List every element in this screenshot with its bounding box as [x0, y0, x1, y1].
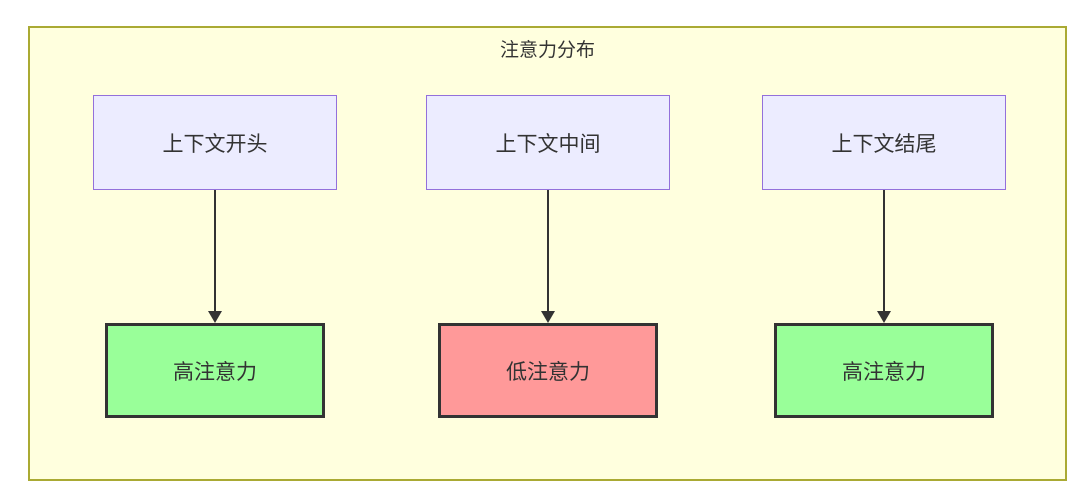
diagram-title: 注意力分布 — [499, 40, 595, 61]
column-context-middle: 上下文中间 低注意力 — [426, 95, 670, 418]
attention-distribution-diagram: 注意力分布 上下文开头 高注意力 上下文中间 低注意力 上下文结尾 高注意力 — [28, 26, 1067, 481]
arrow-line — [883, 190, 885, 311]
arrow-start-to-high-icon — [208, 190, 222, 323]
arrow-end-to-high-icon — [877, 190, 891, 323]
context-start-node: 上下文开头 — [93, 95, 337, 190]
arrow-line — [214, 190, 216, 311]
arrow-line — [547, 190, 549, 311]
high-attention-node-1: 高注意力 — [105, 323, 325, 418]
context-end-node: 上下文结尾 — [762, 95, 1006, 190]
column-context-end: 上下文结尾 高注意力 — [762, 95, 1006, 418]
high-attention-node-2: 高注意力 — [774, 323, 994, 418]
column-context-start: 上下文开头 高注意力 — [93, 95, 337, 418]
context-middle-node: 上下文中间 — [426, 95, 670, 190]
low-attention-node: 低注意力 — [438, 323, 658, 418]
arrow-head-icon — [208, 311, 222, 323]
arrow-head-icon — [541, 311, 555, 323]
arrow-middle-to-low-icon — [541, 190, 555, 323]
arrow-head-icon — [877, 311, 891, 323]
